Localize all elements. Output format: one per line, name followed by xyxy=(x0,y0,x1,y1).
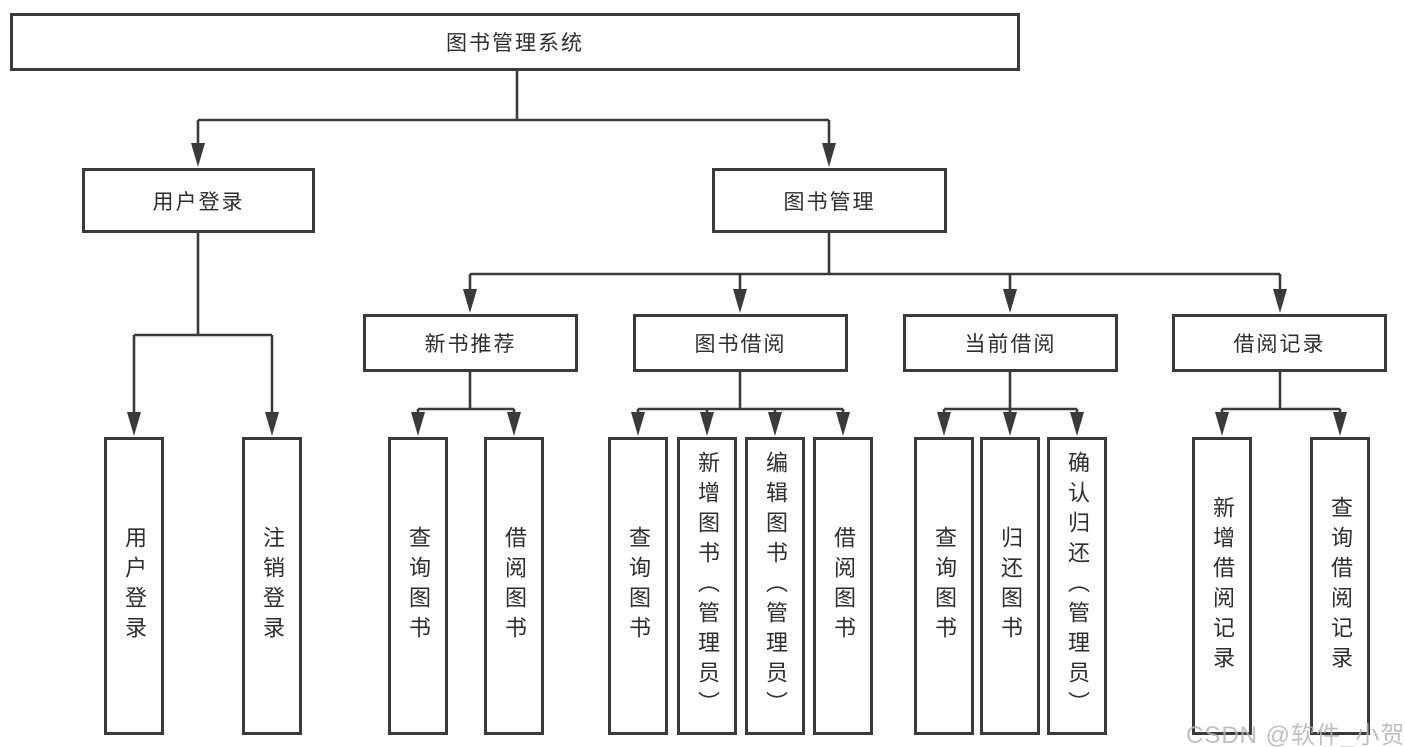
node-label: 新书推荐 xyxy=(424,333,517,356)
leaf-return-books: 归还图书 xyxy=(980,437,1040,735)
leaf-borrow-books-recommend: 借阅图书 xyxy=(484,437,544,735)
node-borrow-records: 借阅记录 xyxy=(1172,314,1387,372)
connector-book-borrow-children xyxy=(631,372,850,436)
connector-root-to-level2 xyxy=(191,71,836,167)
connector-user-login-children xyxy=(127,233,279,436)
connector-new-book-children xyxy=(411,372,521,436)
node-label: 借阅记录 xyxy=(1233,333,1326,356)
connector-borrow-records-children xyxy=(1215,372,1347,436)
node-label: 图书管理 xyxy=(783,190,876,214)
leaf-label: 注销登录 xyxy=(260,526,285,646)
node-library-management-system: 图书管理系统 xyxy=(10,13,1020,71)
leaf-label: 用户登录 xyxy=(122,526,147,646)
connector-book-management-children xyxy=(463,233,1287,313)
leaf-label: 编辑图书（管理员） xyxy=(763,451,788,721)
leaf-add-borrow-record: 新增借阅记录 xyxy=(1192,437,1252,735)
leaf-edit-books-admin: 编辑图书（管理员） xyxy=(745,437,805,735)
leaf-add-books-admin: 新增图书（管理员） xyxy=(677,437,737,735)
leaf-label: 借阅图书 xyxy=(831,526,856,646)
node-user-login: 用户登录 xyxy=(82,168,315,233)
leaf-label: 查询借阅记录 xyxy=(1328,496,1353,676)
leaf-label: 新增借阅记录 xyxy=(1210,496,1235,676)
leaf-label: 新增图书（管理员） xyxy=(695,451,720,721)
node-label: 用户登录 xyxy=(152,190,245,214)
leaf-query-borrow-record: 查询借阅记录 xyxy=(1310,437,1370,735)
leaf-label: 查询图书 xyxy=(626,526,651,646)
node-book-borrow: 图书借阅 xyxy=(633,314,848,372)
node-current-borrow: 当前借阅 xyxy=(903,314,1118,372)
leaf-query-books-recommend: 查询图书 xyxy=(388,437,448,735)
node-book-management: 图书管理 xyxy=(712,168,947,233)
leaf-label: 归还图书 xyxy=(998,526,1023,646)
node-label: 图书借阅 xyxy=(694,333,787,356)
node-new-book-recommend: 新书推荐 xyxy=(363,314,578,372)
node-label: 当前借阅 xyxy=(964,333,1057,356)
leaf-logout: 注销登录 xyxy=(242,437,302,735)
leaf-label: 确认归还（管理员） xyxy=(1065,451,1090,721)
connector-current-borrow-children xyxy=(937,372,1084,436)
leaf-user-login: 用户登录 xyxy=(104,437,164,735)
leaf-confirm-return-admin: 确认归还（管理员） xyxy=(1047,437,1107,735)
leaf-label: 借阅图书 xyxy=(502,526,527,646)
leaf-label: 查询图书 xyxy=(932,526,957,646)
leaf-borrow-books: 借阅图书 xyxy=(813,437,873,735)
node-label: 图书管理系统 xyxy=(446,32,584,55)
leaf-label: 查询图书 xyxy=(406,526,431,646)
leaf-query-books-borrow: 查询图书 xyxy=(608,437,668,735)
leaf-query-books-current: 查询图书 xyxy=(914,437,974,735)
csdn-watermark: CSDN @软件_小贺同学 xyxy=(1186,722,1405,747)
